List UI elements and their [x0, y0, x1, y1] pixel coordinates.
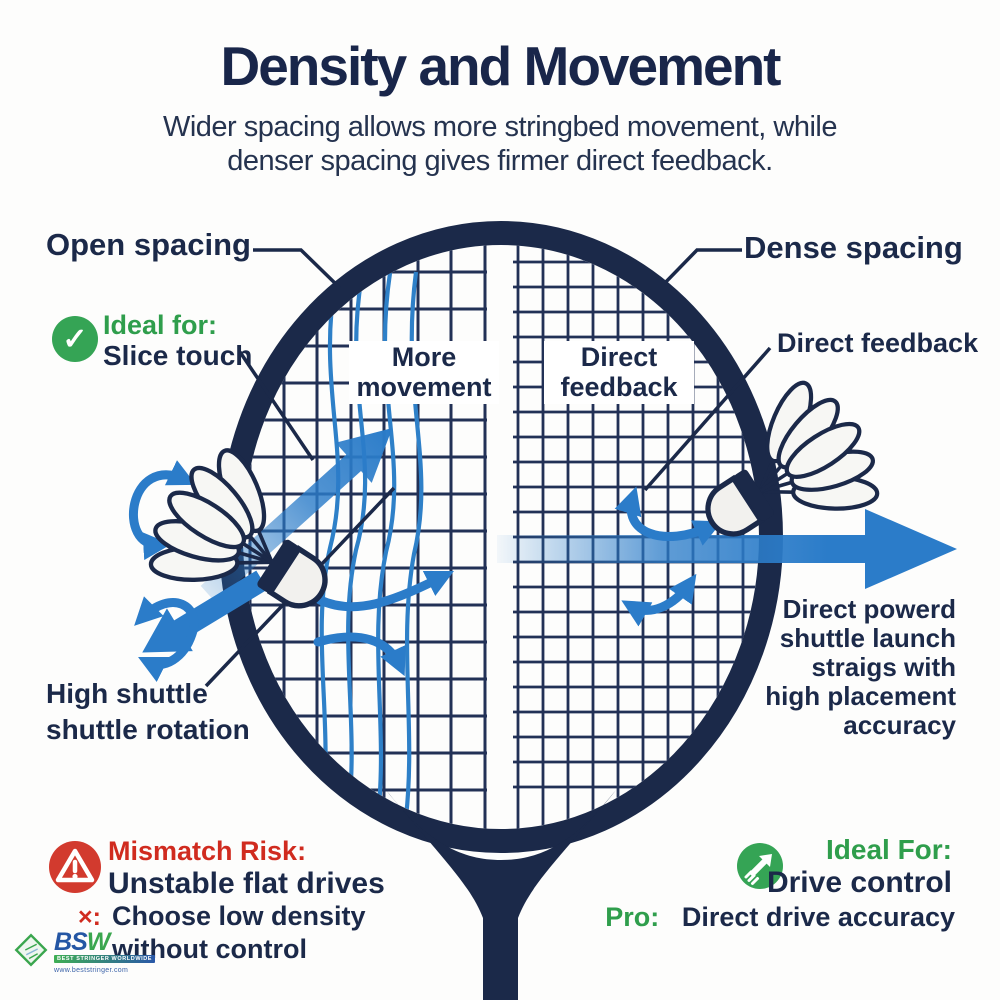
bsw-logo: BSW BEST STRINGER WORLDWIDE www.beststri… — [12, 928, 156, 974]
mismatch-risk-value: Unstable flat drives — [108, 866, 385, 900]
bsw-logo-icon — [14, 933, 48, 967]
ideal-for-left-label: Ideal for: — [103, 310, 218, 340]
rotation-arrow-down-left — [142, 570, 268, 653]
mismatch-risk-label: Mismatch Risk: — [108, 836, 307, 866]
subtitle-line-1: Wider spacing allows more stringbed move… — [162, 111, 838, 143]
deflection-arrow-mid-2 — [313, 632, 406, 677]
bsw-tagline: BEST STRINGER WORLDWIDE — [54, 954, 156, 963]
risk-note-glyph: ×: — [78, 903, 101, 931]
warning-icon — [48, 840, 102, 894]
movement-arrow-up-right — [200, 428, 393, 603]
direct-feedback-line-2: feedback — [560, 371, 678, 402]
high-shuttle-line-1: High shuttle — [46, 678, 208, 709]
launch-line-3: straigs with — [811, 652, 956, 683]
ideal-for-left-value: Slice touch — [103, 340, 253, 372]
bsw-letter-s: S — [71, 928, 88, 956]
page-title: Density and Movement — [220, 35, 781, 97]
launch-line-1: Direct powerd — [782, 594, 956, 624]
more-movement-label: More movement — [349, 341, 499, 405]
pro-value: Direct drive accuracy — [681, 902, 955, 932]
feedback-arrow-right-upper — [614, 486, 723, 546]
spin-arrow-bottom-left — [134, 596, 199, 682]
launch-arrow-right — [497, 509, 957, 589]
slice-touch-callout-line — [238, 351, 315, 461]
bsw-url: www.beststringer.com — [54, 966, 129, 974]
direct-feedback-outer-label: Direct feedback — [777, 328, 979, 358]
bsw-letter-w: W — [86, 928, 111, 956]
direct-feedback-line-1: Direct — [580, 342, 658, 372]
check-glyph: ✓ — [62, 322, 88, 356]
shuttlecock-right — [705, 380, 880, 537]
spin-arrow-top-left — [128, 460, 197, 561]
open-spacing-callout-line — [253, 248, 342, 290]
shuttlecock-left — [148, 448, 328, 609]
direct-feedback-callout-line — [643, 346, 772, 492]
bsw-wordmark: BSW — [54, 928, 111, 956]
direct-power-note: Direct powerd shuttle launch straigs wit… — [690, 594, 956, 741]
ideal-for-left-block: Ideal for: Slice touch — [103, 310, 252, 372]
more-movement-line-2: movement — [356, 371, 492, 402]
arrow-up-right-icon — [736, 842, 784, 890]
racket-throat-shaft — [386, 790, 616, 1000]
dense-spacing-label: Dense spacing — [744, 230, 963, 265]
launch-line-5: accuracy — [843, 710, 956, 741]
pro-note: Pro: Direct drive accuracy — [560, 902, 955, 933]
check-icon: ✓ — [52, 316, 98, 362]
ideal-for-right-block: Ideal For: Drive control — [660, 834, 952, 900]
bsw-letter-b: B — [54, 928, 72, 956]
high-shuttle-line-2: shuttle rotation — [46, 713, 250, 745]
risk-note-line-1: Choose low density — [112, 901, 366, 931]
direct-feedback-inner-label: Direct feedback — [544, 341, 694, 405]
ideal-for-right-value: Drive control — [766, 865, 952, 899]
launch-line-2: shuttle launch — [779, 623, 956, 654]
more-movement-line-1: More — [391, 342, 457, 372]
open-spacing-label: Open spacing — [46, 227, 251, 262]
high-shuttle-note: High shuttle shuttle rotation — [46, 676, 250, 748]
launch-line-4: high placement — [765, 681, 956, 712]
deflection-arrow-mid-1 — [315, 571, 454, 612]
risk-note-block: Choose low density without control — [112, 900, 366, 967]
pro-label: Pro: — [605, 902, 660, 932]
page-subtitle: Wider spacing allows more stringbed move… — [0, 110, 1000, 178]
dense-spacing-callout-line — [658, 248, 742, 290]
ideal-for-right-label: Ideal For: — [825, 834, 952, 865]
feedback-arrow-right-lower — [621, 573, 697, 627]
mismatch-risk-block: Mismatch Risk: Unstable flat drives — [108, 836, 385, 901]
bsw-logo-text: BSW BEST STRINGER WORLDWIDE www.beststri… — [54, 928, 156, 974]
subtitle-line-2: denser spacing gives firmer direct feedb… — [227, 145, 773, 178]
